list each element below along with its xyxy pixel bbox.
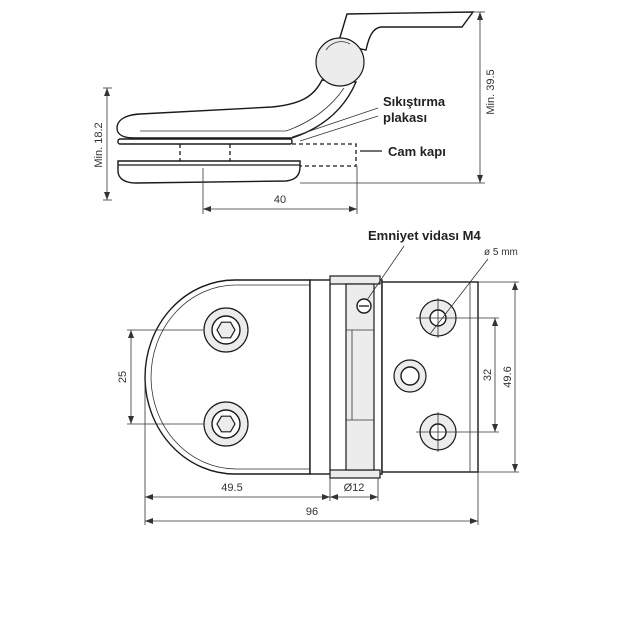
dimension-left-leaf-width: 49.5: [144, 382, 331, 525]
hex-socket-icon: [216, 321, 236, 339]
upper-clamp-arm-edge: [140, 87, 345, 132]
left-leaf-bevel: [150, 284, 310, 470]
dim-depth-text: 40: [274, 194, 286, 206]
clamping-plate-label-line1: Sıkıştırma: [383, 94, 446, 109]
front-view: Emniyet vidası M4 ø 5 mm 25 32 49.6 49: [117, 228, 519, 525]
knuckle-bottom-cap: [329, 469, 381, 479]
dim-min-height-text: Min. 18.2: [93, 122, 105, 167]
dim-96-text: 96: [306, 506, 318, 518]
hinge-pin: [345, 283, 375, 471]
safety-screw: [356, 298, 372, 314]
side-view: Sıkıştırma plakası Cam kapı Min. 18.2 Mi…: [93, 11, 497, 214]
hex-socket-icon: [216, 415, 236, 433]
dimension-knuckle-diameter: Ø12: [330, 478, 379, 501]
dim-49-6-text: 49.6: [502, 366, 514, 387]
glass-door-label: Cam kapı: [388, 144, 446, 159]
dim-32-text: 32: [482, 369, 494, 381]
clamping-plate: [117, 138, 293, 145]
clamping-plate-leader-b: [299, 115, 379, 142]
safety-screw-label: Emniyet vidası M4: [368, 228, 481, 243]
dim-12-text: Ø12: [344, 482, 365, 494]
safety-screw-leader: [366, 245, 405, 301]
left-leaf: [144, 279, 311, 475]
center-hole-inner: [400, 366, 420, 386]
glass-door-outline: [292, 143, 357, 167]
dim-min-total-text: Min. 39.5: [485, 69, 497, 114]
center-hole: [393, 359, 427, 393]
hex-screw-top: [203, 307, 249, 353]
dimension-min-total-height: Min. 39.5: [300, 11, 497, 184]
clamping-plate-label-line2: plakası: [383, 110, 427, 125]
dim-49-5-text: 49.5: [221, 482, 242, 494]
lever-handle: [337, 11, 475, 51]
bottom-plate: [117, 160, 301, 184]
dimension-leaf-height: 49.6: [478, 281, 519, 473]
dimension-right-hole-spacing: 32: [482, 318, 498, 432]
pivot-ball-highlight: [325, 41, 351, 51]
upper-clamp-arm: [116, 79, 358, 139]
dim-25-text: 25: [117, 371, 129, 383]
dimension-depth: 40: [202, 166, 358, 214]
hole-diameter-label: ø 5 mm: [484, 247, 518, 258]
pivot-ball: [315, 37, 365, 87]
knuckle-top-cap: [329, 275, 381, 285]
dimension-total-width: 96: [145, 472, 479, 525]
hex-screw-bottom: [203, 401, 249, 447]
dimension-left-hole-spacing: 25: [117, 329, 204, 425]
hole-diameter-leader: [429, 258, 489, 335]
dimension-min-height: Min. 18.2: [93, 87, 112, 201]
clamping-plate-leader-a: [291, 107, 379, 138]
